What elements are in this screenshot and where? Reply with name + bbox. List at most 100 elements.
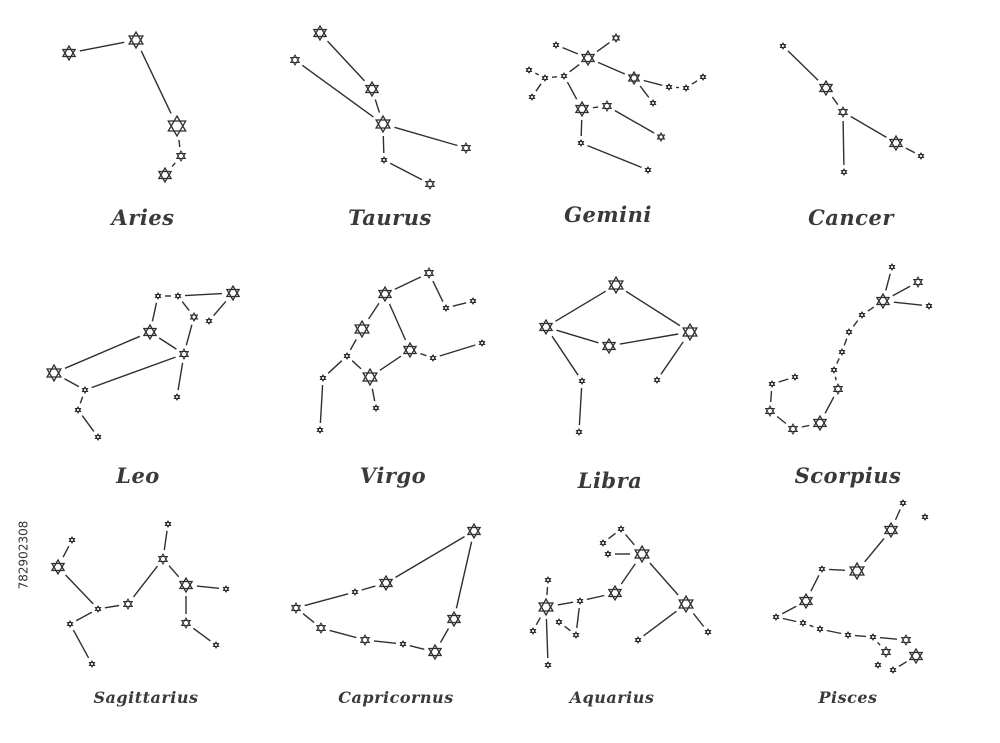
- gemini-star-icon: [552, 41, 560, 49]
- pisces-star-icon: [908, 647, 924, 665]
- virgo-star-icon: [316, 426, 324, 434]
- aquarius-line: [576, 607, 580, 629]
- aquarius-star-icon: [599, 539, 607, 547]
- taurus-star-icon: [312, 24, 328, 42]
- pisces-star-icon: [772, 613, 780, 621]
- pisces-star-icon: [869, 633, 877, 641]
- cancer-line: [842, 120, 845, 166]
- virgo-line: [394, 276, 422, 290]
- pisces-star-icon: [874, 661, 882, 669]
- pisces-line: [781, 605, 797, 615]
- pisces-line: [810, 574, 820, 592]
- stock-id-text: 782902308: [16, 520, 30, 590]
- aquarius-line: [557, 601, 574, 606]
- pisces-stars: [772, 499, 929, 674]
- scorpius-line: [836, 358, 840, 364]
- gemini-line: [535, 83, 542, 92]
- scorpius-line: [778, 378, 789, 383]
- sagittarius-star-icon: [66, 620, 74, 628]
- taurus-line: [301, 64, 374, 118]
- sagittarius-lines: [62, 530, 220, 659]
- virgo-line: [388, 303, 407, 341]
- libra-lines: [551, 290, 684, 426]
- aries-line: [79, 41, 125, 52]
- aquarius-star-icon: [604, 550, 612, 558]
- leo-star-icon: [45, 363, 63, 383]
- label-capricornus: Capricornus: [338, 688, 454, 707]
- libra-star-icon: [601, 337, 617, 355]
- taurus-line: [382, 135, 385, 154]
- libra-star-icon: [681, 322, 699, 342]
- aquarius-line: [586, 594, 605, 601]
- taurus-star-icon: [374, 114, 392, 134]
- pisces-line: [854, 634, 867, 638]
- label-leo: Leo: [116, 463, 160, 488]
- virgo-star-icon: [372, 404, 380, 412]
- virgo-star-icon: [442, 304, 450, 312]
- pisces-star-icon: [883, 521, 899, 539]
- aquarius-star-icon: [572, 631, 580, 639]
- virgo-line: [432, 280, 444, 303]
- libra-star-icon: [575, 428, 583, 436]
- scorpius-star-icon: [832, 382, 844, 396]
- leo-line: [177, 362, 184, 391]
- pisces-star-icon: [900, 633, 912, 647]
- pisces-star-icon: [921, 513, 929, 521]
- aquarius-star-icon: [634, 636, 642, 644]
- sagittarius-star-icon: [178, 576, 194, 594]
- pisces-star-icon: [799, 619, 807, 627]
- taurus-line: [326, 40, 366, 82]
- sagittarius-star-icon: [164, 520, 172, 528]
- sagittarius-line: [132, 565, 159, 598]
- sagittarius-star-icon: [212, 641, 220, 649]
- virgo-line: [371, 388, 376, 402]
- sagittarius-line: [163, 530, 168, 551]
- scorpius-line: [824, 396, 835, 414]
- leo-star-icon: [94, 433, 102, 441]
- libra-line: [556, 329, 599, 344]
- label-pisces: Pisces: [818, 688, 878, 707]
- pisces-star-icon: [848, 561, 866, 581]
- pisces-line: [898, 661, 907, 667]
- virgo-line: [349, 339, 357, 351]
- aquarius-line: [535, 617, 541, 626]
- label-cancer: Cancer: [808, 205, 894, 230]
- gemini-line: [534, 72, 540, 76]
- gemini-line: [596, 42, 610, 53]
- pisces-line: [826, 629, 842, 635]
- gemini-line: [569, 64, 580, 73]
- leo-line: [151, 302, 158, 322]
- sagittarius-star-icon: [94, 605, 102, 613]
- gemini-star-icon: [560, 72, 568, 80]
- scorpius-line: [801, 424, 810, 428]
- capricornus-line: [439, 628, 450, 643]
- sagittarius-star-icon: [180, 616, 192, 630]
- cancer-star-icon: [917, 152, 925, 160]
- aquarius-star-icon: [677, 594, 695, 614]
- aquarius-star-icon: [576, 597, 584, 605]
- aries-star-icon: [167, 114, 187, 138]
- virgo-line: [319, 384, 324, 424]
- leo-line: [81, 415, 95, 432]
- aquarius-star-icon: [529, 627, 537, 635]
- capricornus-star-icon: [446, 610, 462, 628]
- cancer-star-icon: [818, 79, 834, 97]
- capricornus-star-icon: [315, 621, 327, 635]
- aries-lines: [79, 41, 181, 168]
- pisces-lines: [781, 509, 907, 667]
- taurus-line: [374, 99, 381, 113]
- constellation-lines: [62, 40, 923, 667]
- sagittarius-line: [168, 565, 180, 578]
- cancer-line: [831, 96, 839, 106]
- leo-star-icon: [225, 284, 241, 302]
- leo-line: [158, 337, 177, 350]
- gemini-line: [643, 79, 663, 86]
- virgo-star-icon: [343, 352, 351, 360]
- capricornus-line: [361, 585, 376, 591]
- gemini-star-icon: [577, 139, 585, 147]
- aquarius-line: [546, 586, 549, 596]
- capricornus-line: [409, 645, 425, 650]
- scorpius-star-icon: [791, 373, 799, 381]
- pisces-star-icon: [880, 645, 892, 659]
